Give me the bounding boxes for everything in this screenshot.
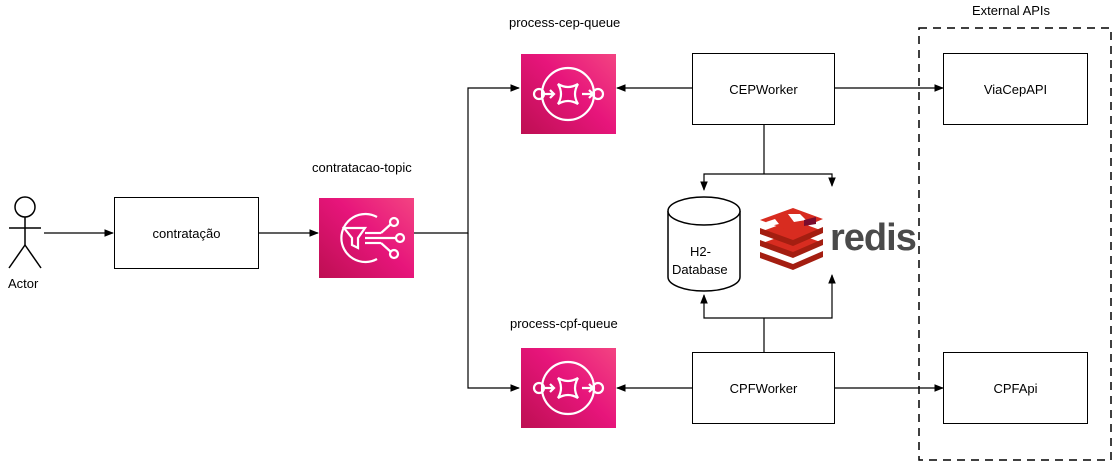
cpf-api-label: CPFApi <box>993 380 1038 396</box>
edge-cepworker-redis <box>764 173 836 187</box>
external-apis-label: External APIs <box>972 3 1051 18</box>
cep-worker-label: CEPWorker <box>729 81 798 97</box>
cpf-queue-label: process-cpf-queue <box>510 316 618 331</box>
sqs-queue-icon <box>532 360 605 416</box>
topic-label: contratacao-topic <box>312 160 412 175</box>
cpf-worker-label: CPFWorker <box>729 380 798 396</box>
cep-worker-box[interactable]: CEPWorker <box>692 53 835 125</box>
cpf-worker-box[interactable]: CPFWorker <box>692 352 835 424</box>
database-cylinder[interactable] <box>667 196 741 292</box>
viacep-api-box[interactable]: ViaCepAPI <box>943 53 1088 125</box>
database-label-1: H2- <box>690 244 711 259</box>
edge-cpfworker-redis <box>764 274 836 319</box>
actor-label: Actor <box>8 276 39 291</box>
actor-figure[interactable] <box>8 196 42 269</box>
cep-queue-label: process-cep-queue <box>509 15 621 30</box>
edge-topic-cpf-queue <box>467 233 520 392</box>
edge-cepworker-database <box>700 173 764 191</box>
sns-funnel-icon <box>340 212 406 264</box>
cpf-api-box[interactable]: CPFApi <box>943 352 1088 424</box>
redis-logo-icon[interactable] <box>760 208 823 270</box>
external-apis-group <box>918 27 1112 461</box>
sqs-cpf-queue-icon[interactable] <box>521 348 616 428</box>
sqs-queue-icon <box>532 66 605 122</box>
contratacao-label: contratação <box>152 225 221 241</box>
database-label-2: Database <box>672 262 728 277</box>
contratacao-box[interactable]: contratação <box>114 197 259 269</box>
sqs-cep-queue-icon[interactable] <box>521 54 616 134</box>
edge-cpfworker-database <box>700 294 764 319</box>
viacep-api-label: ViaCepAPI <box>983 81 1048 97</box>
sns-topic-icon[interactable] <box>319 198 414 278</box>
redis-wordmark: redis <box>830 217 917 259</box>
edge-topic-cep-queue <box>413 84 520 234</box>
